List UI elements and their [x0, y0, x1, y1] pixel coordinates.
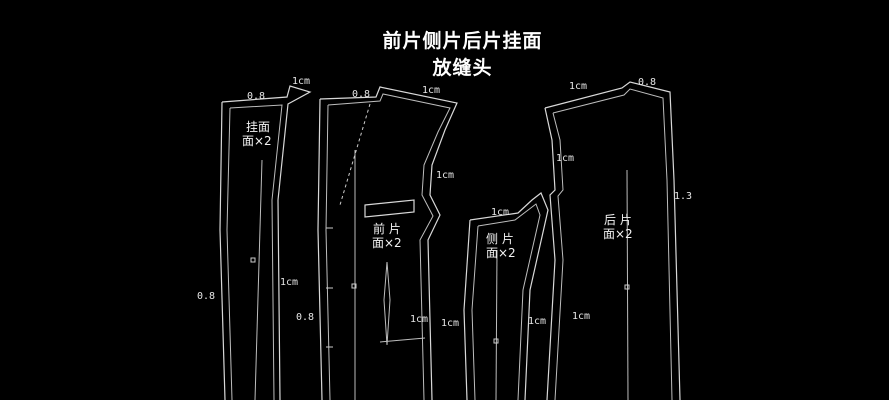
front-shoulder-allowance: 1cm: [422, 85, 440, 96]
front-top-allowance: 0.8: [352, 89, 370, 100]
side-outline: [469, 192, 549, 400]
back-shoulder-allowance: 1cm: [569, 81, 587, 92]
drawing-title-line-1: 前片侧片后片挂面: [382, 30, 543, 52]
back-center-allowance: 1.3: [674, 191, 692, 202]
front-piece-name: 前 片: [373, 221, 401, 236]
side-armhole-allowance: 1cm: [491, 207, 509, 218]
back-outline-left: [544, 107, 556, 400]
side-piece: 1cm 1cm 1cm 侧 片 面×2: [441, 192, 549, 400]
front-piece-count: 面×2: [372, 236, 402, 250]
side-grainline: [495, 249, 498, 400]
side-right-allowance: 1cm: [528, 316, 546, 327]
facing-piece-count: 面×2: [242, 134, 272, 148]
side-outline-left: [463, 219, 471, 400]
facing-outline-left: [219, 101, 226, 400]
side-seamline: [477, 203, 541, 400]
front-pocket-line: [379, 337, 426, 343]
front-dart: [383, 261, 391, 346]
front-notch: [351, 283, 357, 289]
facing-piece-name: 挂面: [246, 120, 270, 134]
facing-piece: 0.8 1cm 0.8 1cm 挂面 面×2: [197, 76, 312, 400]
front-seamline-left: [325, 104, 331, 400]
facing-outline: [221, 85, 312, 400]
side-seamline-left: [471, 225, 479, 400]
facing-seamline-left: [226, 107, 233, 400]
facing-top-allowance: 0.8: [247, 91, 265, 102]
front-armhole-allowance: 1cm: [436, 170, 454, 181]
back-outline: [544, 81, 681, 400]
front-seamline: [327, 93, 451, 400]
drawing-title-line-2: 放缝头: [432, 57, 493, 79]
back-armhole-allowance: 1cm: [556, 153, 574, 164]
facing-seamline: [229, 104, 283, 400]
side-notch: [493, 338, 499, 344]
back-piece-name: 后 片: [604, 213, 632, 227]
front-outline: [319, 86, 458, 400]
facing-grainline: [254, 159, 263, 400]
back-seamline: [552, 88, 673, 400]
side-piece-name: 侧 片: [486, 232, 514, 246]
facing-shoulder-allowance: 1cm: [292, 76, 310, 87]
back-seamline-left: [552, 112, 564, 400]
back-top-allowance: 0.8: [638, 77, 656, 88]
front-breast-pocket: [364, 199, 415, 218]
front-side-allowance: 1cm: [410, 314, 428, 325]
front-piece: 0.8 1cm 1cm 0.8 1cm 前 片 面×2: [296, 85, 458, 400]
side-piece-count: 面×2: [486, 246, 516, 260]
facing-hem-allowance: 1cm: [280, 277, 298, 288]
front-outline-left: [317, 98, 323, 400]
back-piece: 1cm 0.8 1cm 1.3 1cm 后 片 面×2: [544, 77, 692, 400]
side-left-allowance: 1cm: [441, 318, 459, 329]
facing-notch: [250, 257, 256, 263]
back-side-allowance: 1cm: [572, 311, 590, 322]
back-notch: [624, 284, 630, 290]
back-piece-count: 面×2: [603, 227, 633, 241]
front-buttonholes: [326, 227, 333, 348]
facing-edge-allowance: 0.8: [197, 291, 215, 302]
front-edge-allowance: 0.8: [296, 312, 314, 323]
